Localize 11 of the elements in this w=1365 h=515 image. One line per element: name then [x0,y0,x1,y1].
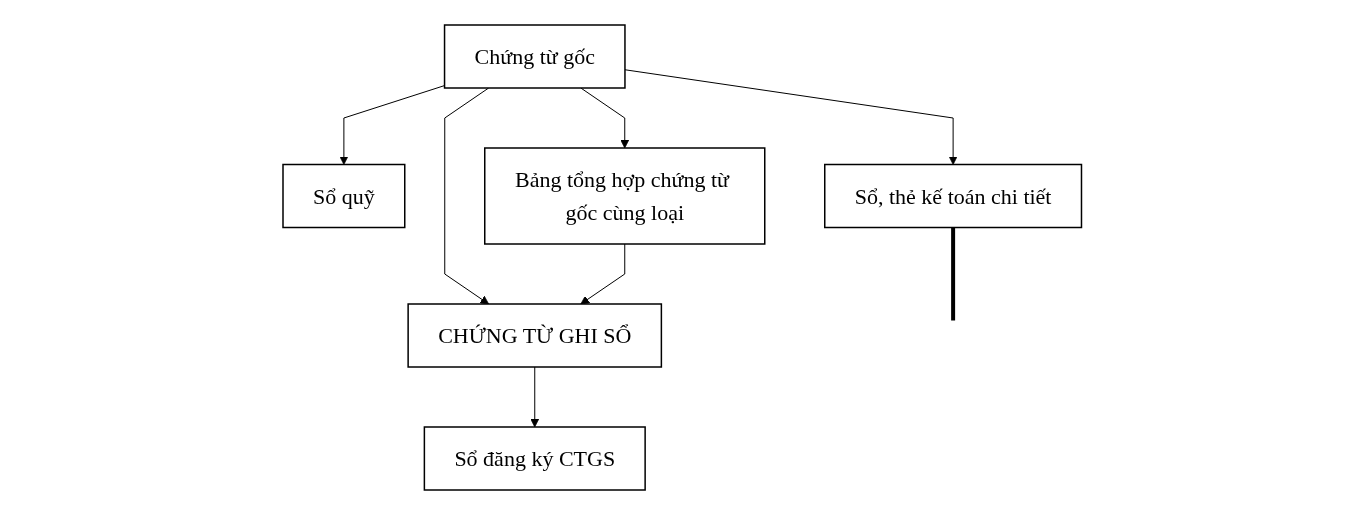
node-box: Sổ đăng ký CTGS [423,426,647,491]
arrow [444,87,490,305]
connector [951,227,956,321]
node-box: CHỨNG TỪ GHI SỔ [407,303,663,368]
arrow [580,87,630,149]
arrow [580,243,626,305]
node-box: Chứng từ gốc [444,24,626,89]
node-box: Bảng tổng hợp chứng từ gốc cùng loại [484,147,766,245]
node-box: Sổ, thẻ kế toán chi tiết [824,163,1083,229]
node-box: Sổ quỹ [282,163,406,229]
arrow [530,366,540,428]
